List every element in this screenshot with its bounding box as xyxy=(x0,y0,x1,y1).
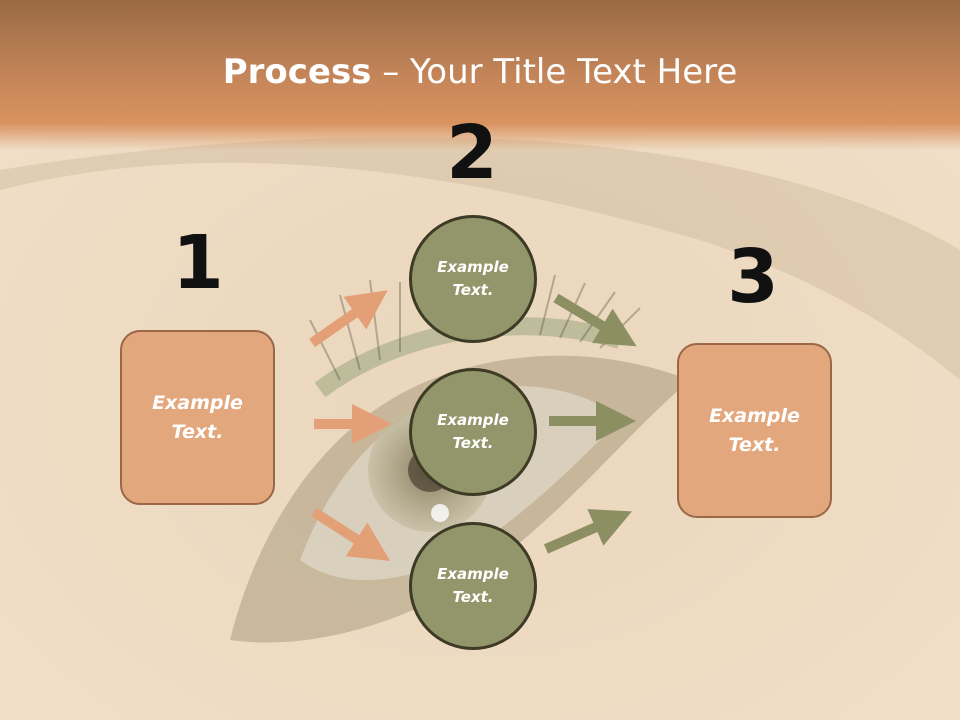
step-1-text: Example Text. xyxy=(152,391,243,443)
step-number-3: 3 xyxy=(727,234,779,320)
circle-bottom: Example Text. xyxy=(409,522,537,650)
circle-top-text: Example Text. xyxy=(437,258,509,299)
circle-top: Example Text. xyxy=(409,215,537,343)
step-number-2: 2 xyxy=(446,110,498,196)
title-bold: Process xyxy=(222,52,372,92)
circle-bottom-text: Example Text. xyxy=(437,565,509,606)
arrow-right-down-icon xyxy=(553,293,637,347)
step-3-box: Example Text. xyxy=(677,343,832,518)
step-number-1: 1 xyxy=(172,220,224,306)
arrow-right-up-icon xyxy=(309,290,388,348)
step-3-text: Example Text. xyxy=(709,404,800,456)
circle-middle-text: Example Text. xyxy=(437,411,509,452)
page-title: Process – Your Title Text Here xyxy=(0,52,960,92)
arrow-right-up-icon xyxy=(543,509,632,554)
step-1-box: Example Text. xyxy=(120,330,275,505)
title-rest: – Your Title Text Here xyxy=(371,52,738,92)
arrow-right-down-icon xyxy=(311,507,391,561)
circle-middle: Example Text. xyxy=(409,368,537,496)
header-bar xyxy=(0,0,960,150)
